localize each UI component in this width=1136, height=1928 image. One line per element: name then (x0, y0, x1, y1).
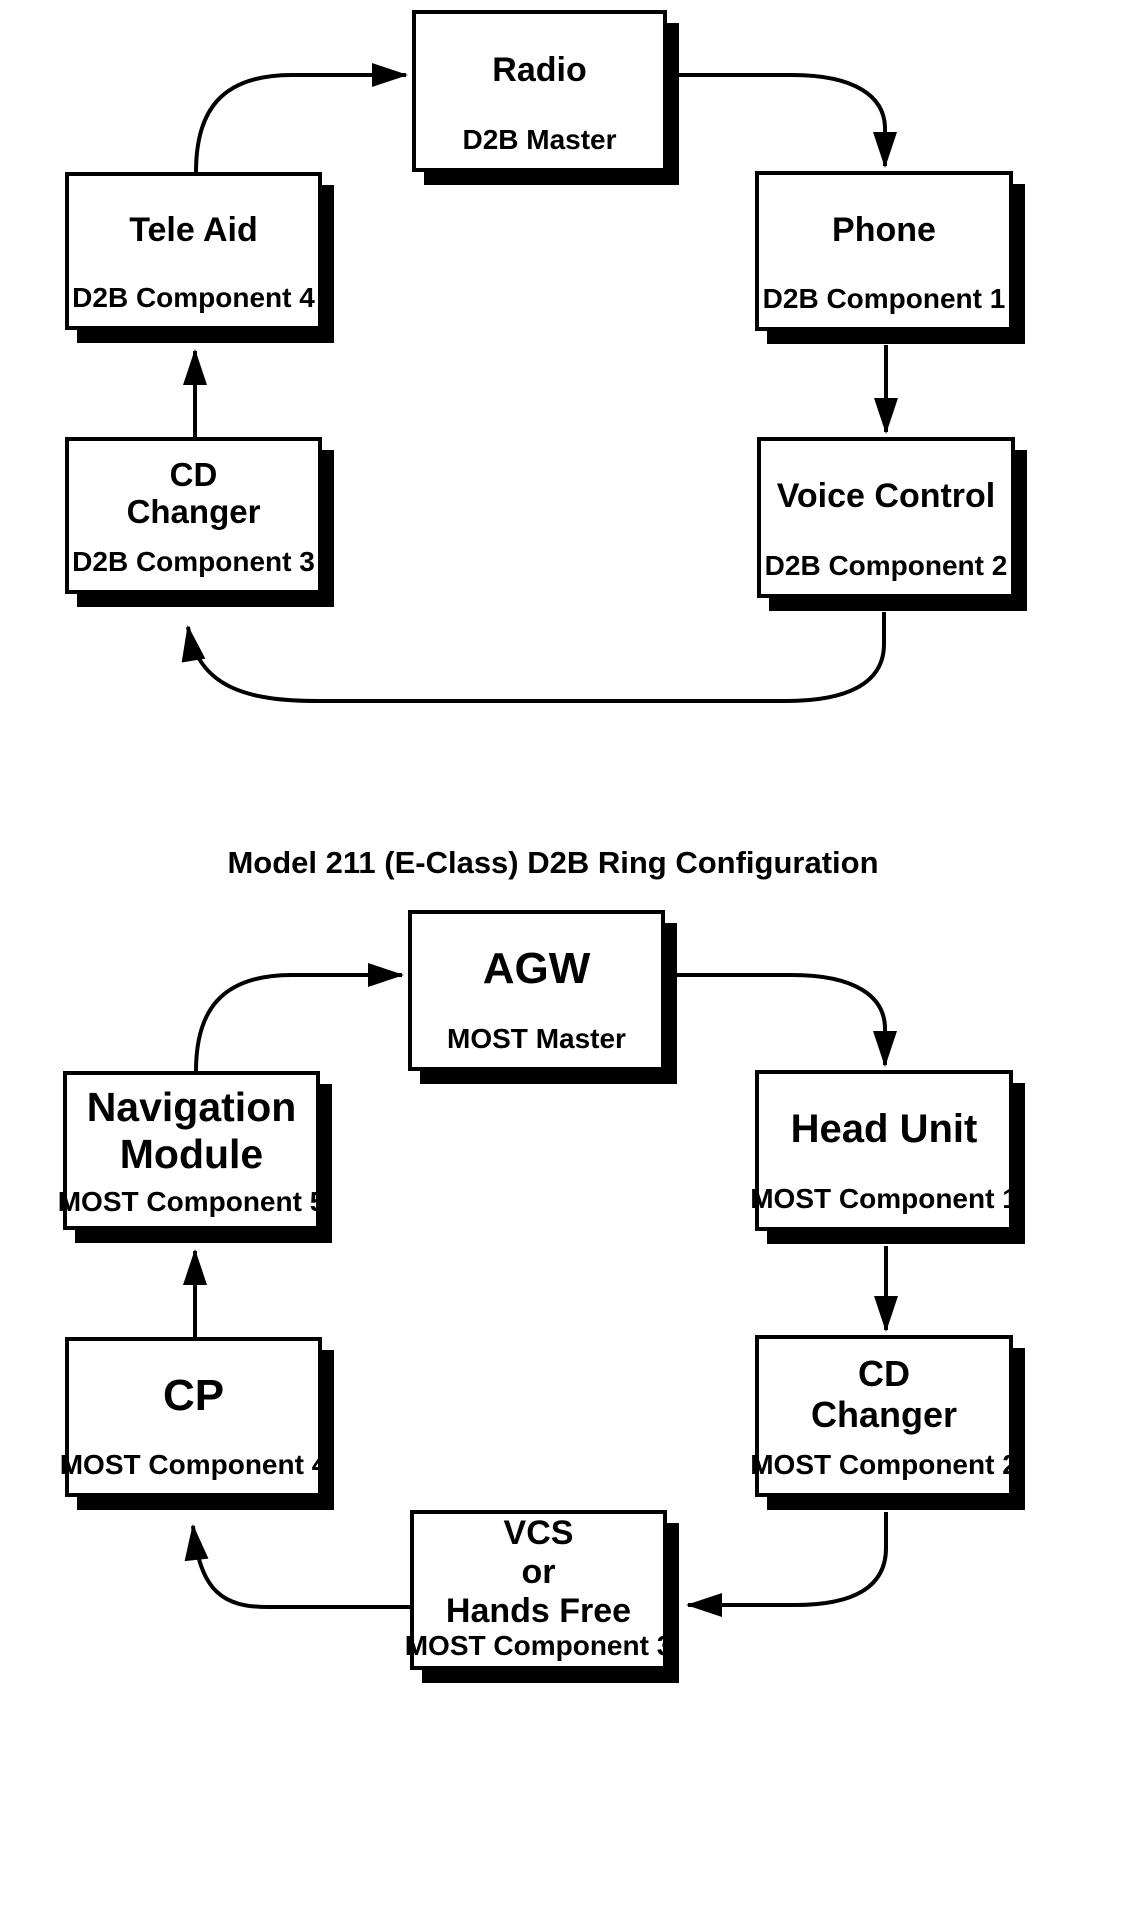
node-title: Voice Control (776, 477, 996, 516)
node-subtitle: MOST Master (447, 1023, 626, 1055)
node-title: CP (162, 1370, 225, 1420)
d2b-ring-arrows (181, 63, 898, 703)
node-subtitle: MOST Component 4 (59, 1449, 328, 1481)
node-subtitle: MOST Component 3 (404, 1630, 673, 1662)
node-title: Head Unit (790, 1106, 978, 1151)
node-tele-aid-d2b-component-4: Tele Aid D2B Component 4 (65, 172, 322, 330)
arrow-agw-to-headunit (665, 973, 897, 1067)
node-cd-changer-most-component-2: CD Changer MOST Component 2 (750, 1335, 1018, 1497)
node-phone-d2b-component-1: Phone D2B Component 1 (755, 171, 1013, 331)
node-title: VCS or Hands Free (445, 1514, 632, 1631)
node-subtitle: D2B Component 2 (764, 550, 1008, 582)
arrow-voicecontrol-to-cdchanger (181, 612, 886, 703)
node-subtitle: D2B Component 4 (72, 282, 315, 314)
node-subtitle: MOST Component 2 (750, 1449, 1018, 1481)
arrow-vcs-to-cp (184, 1524, 410, 1609)
node-radio-d2b-master: Radio D2B Master (412, 10, 667, 172)
node-subtitle: D2B Component 3 (72, 546, 315, 578)
node-title: Tele Aid (129, 210, 258, 249)
node-title: Phone (832, 210, 936, 249)
node-vcs-hands-free-most-component-3: VCS or Hands Free MOST Component 3 (405, 1510, 672, 1670)
node-cp-most-component-4: CP MOST Component 4 (60, 1337, 327, 1497)
node-subtitle: MOST Component 1 (750, 1183, 1018, 1215)
node-navigation-module-most-component-5: Navigation Module MOST Component 5 (58, 1071, 325, 1230)
node-cd-changer-d2b-component-3: CD Changer D2B Component 3 (65, 437, 322, 594)
arrow-radio-to-phone (667, 73, 897, 168)
node-head-unit-most-component-1: Head Unit MOST Component 1 (750, 1070, 1018, 1231)
arrow-teleaid-to-radio (194, 63, 408, 173)
node-agw-most-master: AGW MOST Master (408, 910, 665, 1071)
node-title: Radio (492, 50, 587, 89)
node-subtitle: MOST Component 5 (57, 1186, 326, 1218)
arrow-cdchanger-to-vcs (686, 1512, 888, 1617)
node-title: Navigation Module (86, 1083, 297, 1178)
arrow-navmodule-to-agw (194, 963, 404, 1072)
node-voice-control-d2b-component-2: Voice Control D2B Component 2 (757, 437, 1015, 598)
node-subtitle: D2B Master (462, 124, 617, 156)
node-subtitle: D2B Component 1 (762, 283, 1006, 315)
node-title: AGW (482, 944, 591, 994)
most-ring-arrows (183, 963, 898, 1617)
node-title: CD Changer (126, 456, 261, 531)
node-title: CD Changer (810, 1353, 958, 1435)
diagram-caption: Model 211 (E-Class) D2B Ring Configurati… (227, 845, 879, 880)
